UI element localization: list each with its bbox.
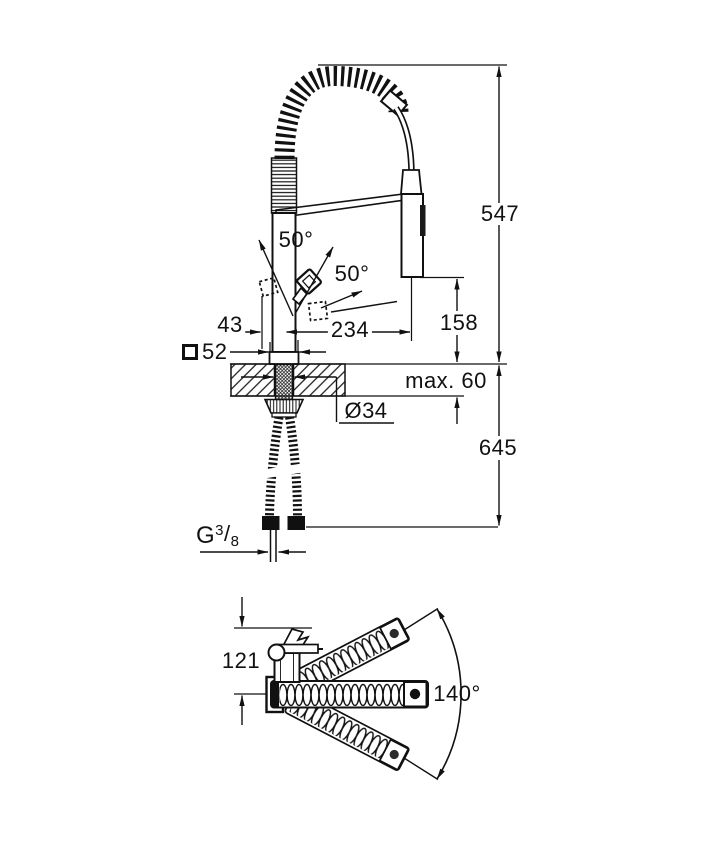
support-bar xyxy=(275,191,420,219)
swivel-position-spout-down xyxy=(284,689,410,771)
plan-spout-spring xyxy=(270,680,429,709)
dim-handle-offset: 43 xyxy=(214,314,246,336)
handle-annotation xyxy=(258,239,398,322)
spring-coil-spout xyxy=(274,65,415,173)
dim-hole-diameter: Ø34 xyxy=(344,398,388,423)
dim-connection-thread: G3/8 xyxy=(196,521,240,550)
plan-view-drawing xyxy=(234,597,462,781)
dim-total-height: 547 xyxy=(477,203,523,225)
dim-swivel-range: 140° xyxy=(433,681,481,706)
spray-head xyxy=(400,169,426,278)
swivel-position-spout-up xyxy=(284,617,410,699)
dim-spout-reach: 234 xyxy=(327,319,373,341)
swivel-arc xyxy=(403,607,462,781)
faucet-body xyxy=(268,157,300,365)
supply-hoses xyxy=(255,416,311,562)
dim-plan-body-depth: 121 xyxy=(221,648,261,673)
dim-body-square-value: 52 xyxy=(202,339,228,364)
thread-numerator: 3 xyxy=(215,522,225,539)
dim-handle-angle-back: 50° xyxy=(278,227,314,252)
thread-denominator: 8 xyxy=(230,533,240,550)
thread-prefix: G xyxy=(196,522,216,549)
dim-body-square: 52 xyxy=(179,339,231,364)
plan-handle xyxy=(267,628,323,683)
square-section-icon xyxy=(182,344,198,360)
dim-spout-outlet-height: 158 xyxy=(436,312,482,334)
dimension-lines xyxy=(200,66,502,555)
thread-slash: / xyxy=(224,521,231,546)
countertop-section xyxy=(230,363,346,418)
dim-below-counter-length: 645 xyxy=(475,437,521,459)
dim-handle-angle-front: 50° xyxy=(334,261,370,286)
dim-max-counter-thickness: max. 60 xyxy=(405,368,487,393)
side-view-drawing xyxy=(200,64,507,562)
